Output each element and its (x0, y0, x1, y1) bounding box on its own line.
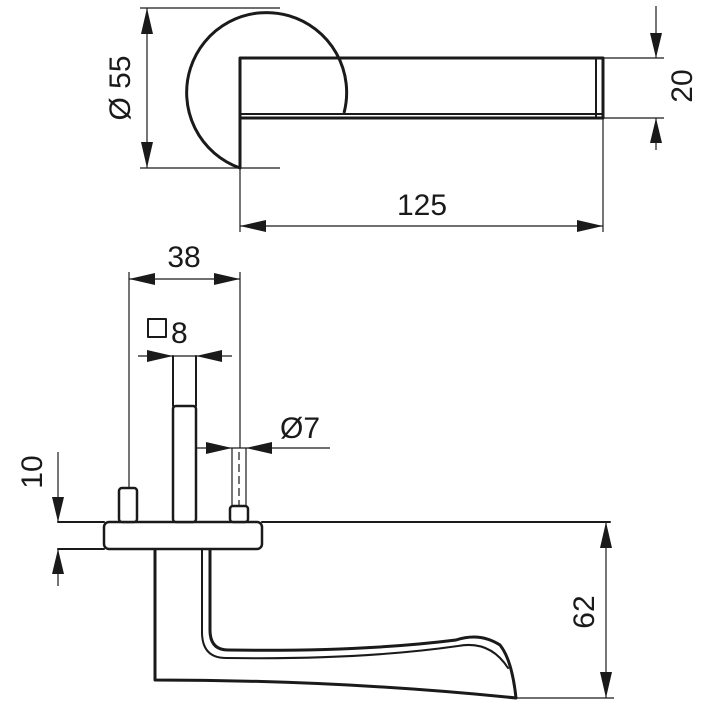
dim-10-label: 10 (16, 455, 49, 488)
rosette-plate (102, 520, 264, 551)
dim-55-arrow-bottom (141, 142, 153, 168)
dim-8-arrow-right (196, 350, 222, 362)
dim-20-arrow-bottom (650, 118, 662, 143)
top-view: Ø 55 20 125 (104, 6, 699, 232)
dim-7-arrow-right (246, 442, 272, 454)
rosette-circle (185, 11, 349, 170)
dim-55-label: Ø 55 (104, 55, 137, 120)
dim-8-arrow-left (147, 350, 173, 362)
lever-side-outline (153, 549, 518, 700)
lever-inner-line (201, 548, 509, 669)
dim-125-arrow-left (240, 220, 266, 232)
pin-left (117, 486, 139, 524)
dim-7-label: Ø7 (280, 412, 320, 445)
dim-62-arrow-bottom (600, 672, 612, 698)
square-spindle (171, 404, 198, 524)
dim-38-label: 38 (167, 241, 200, 274)
pin-right (228, 504, 250, 524)
dim-7-arrow-left (206, 442, 232, 454)
dim-125-label: 125 (397, 189, 447, 222)
side-view: 38 8 Ø7 10 62 (16, 241, 614, 700)
dim-38-arrow-left (129, 273, 155, 285)
dim-8-label: 8 (171, 317, 188, 350)
dim-55-arrow-top (141, 8, 153, 34)
dim-20-arrow-top (650, 33, 662, 58)
dim-62-label: 62 (568, 595, 601, 628)
dim-20-label: 20 (666, 69, 699, 102)
dim-62-arrow-top (600, 522, 612, 548)
dim-10-arrow-bottom (52, 549, 64, 574)
lever-top-outline (238, 56, 605, 120)
dim-10-arrow-top (52, 497, 64, 522)
square-symbol-icon (147, 318, 167, 338)
dim-38-arrow-right (214, 273, 240, 285)
dim-125-arrow-right (577, 220, 603, 232)
